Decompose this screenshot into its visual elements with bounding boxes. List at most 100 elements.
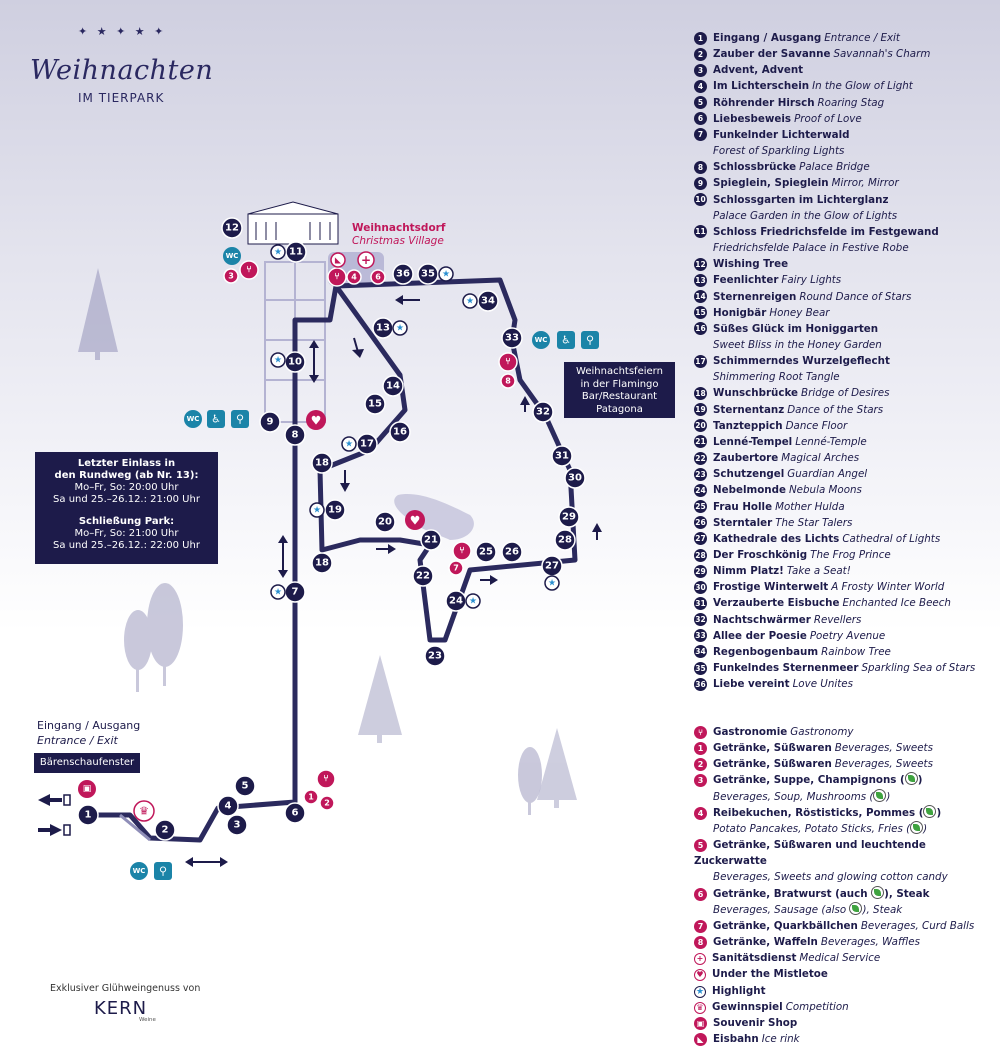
gastro-marker-4 <box>346 269 362 285</box>
station-marker-label: 23 <box>428 651 442 662</box>
station-marker-12 <box>221 217 243 239</box>
station-name-de: Röhrender Hirsch <box>713 96 815 109</box>
station-name-de: Zauber der Savanne <box>713 48 831 61</box>
station-name-en: Fairy Lights <box>781 274 842 287</box>
highlight-star-icon <box>270 352 286 368</box>
gastro-marker-label: 3 <box>228 272 234 281</box>
station-marker-label: 28 <box>558 535 572 546</box>
station-marker-label: 33 <box>505 333 519 344</box>
ice-skate-icon: ◣ <box>694 1032 707 1046</box>
wc-icon <box>223 247 241 265</box>
fork-knife-icon: ⑂ <box>334 272 339 282</box>
station-name-en: Sparkling Sea of Stars <box>861 662 976 675</box>
station-number-badge: 8 <box>694 160 707 174</box>
highlight-star-icon <box>309 502 325 518</box>
station-name-de: Süßes Glück im Honiggarten <box>713 322 879 335</box>
pond <box>394 494 474 540</box>
station-marker-33 <box>501 327 523 349</box>
entrance-label-en: Entrance / Exit <box>37 734 118 747</box>
station-number-badge: 11 <box>694 225 707 239</box>
station-name-de: Sternentanz <box>713 403 785 416</box>
station-name-en: Nebula Moons <box>788 484 862 497</box>
station-name-en: Lenné-Temple <box>795 435 867 448</box>
fork-knife-icon <box>452 541 472 561</box>
gastro-number-badge: 1 <box>694 742 707 756</box>
station-name-de: Verzauberte Eisbuche <box>713 597 840 610</box>
wc-icon <box>532 331 550 349</box>
highlight-star-icon <box>270 584 286 600</box>
service-name-de: Under the Mistletoe <box>712 968 828 981</box>
legend-service: ★Highlight <box>694 983 994 999</box>
shop-icon: ▣ <box>83 784 92 794</box>
service-name-en: ), Steak <box>862 903 903 916</box>
info-line: Mo–Fr, So: 20:00 Uhr <box>74 482 179 493</box>
heart-icon <box>405 510 425 530</box>
wc-icon <box>130 862 148 880</box>
vegan-leaf-icon <box>849 901 863 915</box>
entrance-label-de: Eingang / Ausgang <box>37 719 141 732</box>
station-marker-23 <box>424 645 446 667</box>
fork-knife-icon: ⑂ <box>505 357 510 367</box>
service-name-de: Eisbahn <box>713 1032 759 1045</box>
wc-icon: WC <box>133 867 146 875</box>
sponsor-brand: KERN <box>94 998 148 1019</box>
gastro-marker-1 <box>303 789 319 805</box>
station-name-en: Forest of Sparkling Lights <box>713 145 845 158</box>
station-name-en: Honey Bear <box>769 306 830 319</box>
station-marker-6 <box>284 802 306 824</box>
station-name-en: Enchanted Ice Beech <box>842 597 951 610</box>
station-number-badge: 25 <box>694 500 707 514</box>
info-line: Sa und 25.–26.12.: 21:00 Uhr <box>53 494 200 505</box>
station-name-de: Der Froschkönig <box>713 549 808 561</box>
logo-subtitle: IM TIERPARK <box>78 91 165 105</box>
service-name-en: Beverages, Sweets and glowing cotton can… <box>694 869 994 885</box>
station-marker-15 <box>364 393 386 415</box>
info-line: Letzter Einlass in <box>77 458 176 469</box>
station-marker-label: 2 <box>162 825 169 836</box>
station-marker-4 <box>217 795 239 817</box>
station-name-en: Love Unites <box>792 678 853 691</box>
station-marker-label: 8 <box>292 430 299 441</box>
station-name-en: Dance Floor <box>785 419 848 432</box>
station-name-en: Bridge of Desires <box>801 387 890 400</box>
station-marker-label: 13 <box>376 323 390 334</box>
station-marker-8 <box>284 424 306 446</box>
highlight-star-icon <box>270 244 286 260</box>
station-name-de: Regenbogenbaum <box>713 645 819 658</box>
fork-knife-icon <box>239 260 259 280</box>
station-marker-label: 22 <box>416 571 430 582</box>
station-marker-29 <box>558 506 580 528</box>
service-name-en: Beverages, Sweets <box>834 742 933 755</box>
station-number-badge: 27 <box>694 532 707 546</box>
prize-icon: ♛ <box>139 805 149 818</box>
station-name-en: Cathedral of Lights <box>842 532 941 545</box>
station-number-badge: 17 <box>694 354 707 368</box>
station-name-en: Guardian Angel <box>787 468 868 481</box>
station-marker-label: 26 <box>505 547 519 558</box>
highlight-star-icon: ★ <box>313 506 321 516</box>
station-name-en: Magical Arches <box>781 452 860 465</box>
service-name-de: Sanitätsdienst <box>712 952 797 965</box>
station-marker-22 <box>412 565 434 587</box>
station-number-badge: 9 <box>694 176 707 190</box>
wc-icon: WC <box>226 252 239 260</box>
highlight-star-icon <box>341 436 357 452</box>
